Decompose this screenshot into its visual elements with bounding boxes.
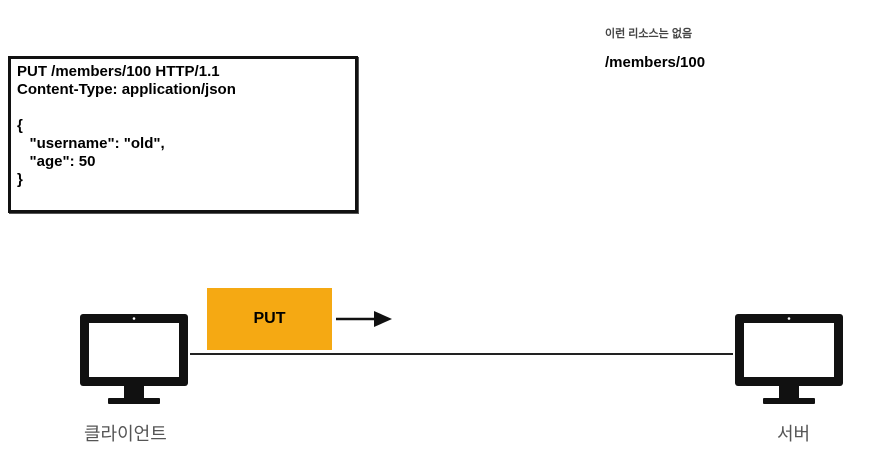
server-label: 서버 xyxy=(777,424,811,444)
request-line: PUT /members/100 HTTP/1.1 xyxy=(17,63,220,80)
arrow-right-icon xyxy=(336,311,392,327)
client-monitor-icon xyxy=(80,314,188,404)
client-label: 클라이언트 xyxy=(84,424,167,444)
http-method-label: PUT xyxy=(253,310,286,327)
request-blank-line xyxy=(17,99,349,117)
server-monitor-icon xyxy=(735,314,843,404)
connection-line xyxy=(190,353,733,355)
request-body-close: } xyxy=(17,171,23,188)
http-method-box: PUT xyxy=(207,288,332,350)
request-header-content-type: Content-Type: application/json xyxy=(17,81,236,98)
request-body-open: { xyxy=(17,117,23,134)
resource-path: /members/100 xyxy=(605,54,706,71)
resource-missing-note: 이런 리소스는 없음 xyxy=(605,28,693,40)
request-body-age: "age": 50 xyxy=(17,153,96,170)
request-body-username: "username": "old", xyxy=(17,135,165,152)
http-request-box: PUT /members/100 HTTP/1.1 Content-Type: … xyxy=(8,56,358,213)
